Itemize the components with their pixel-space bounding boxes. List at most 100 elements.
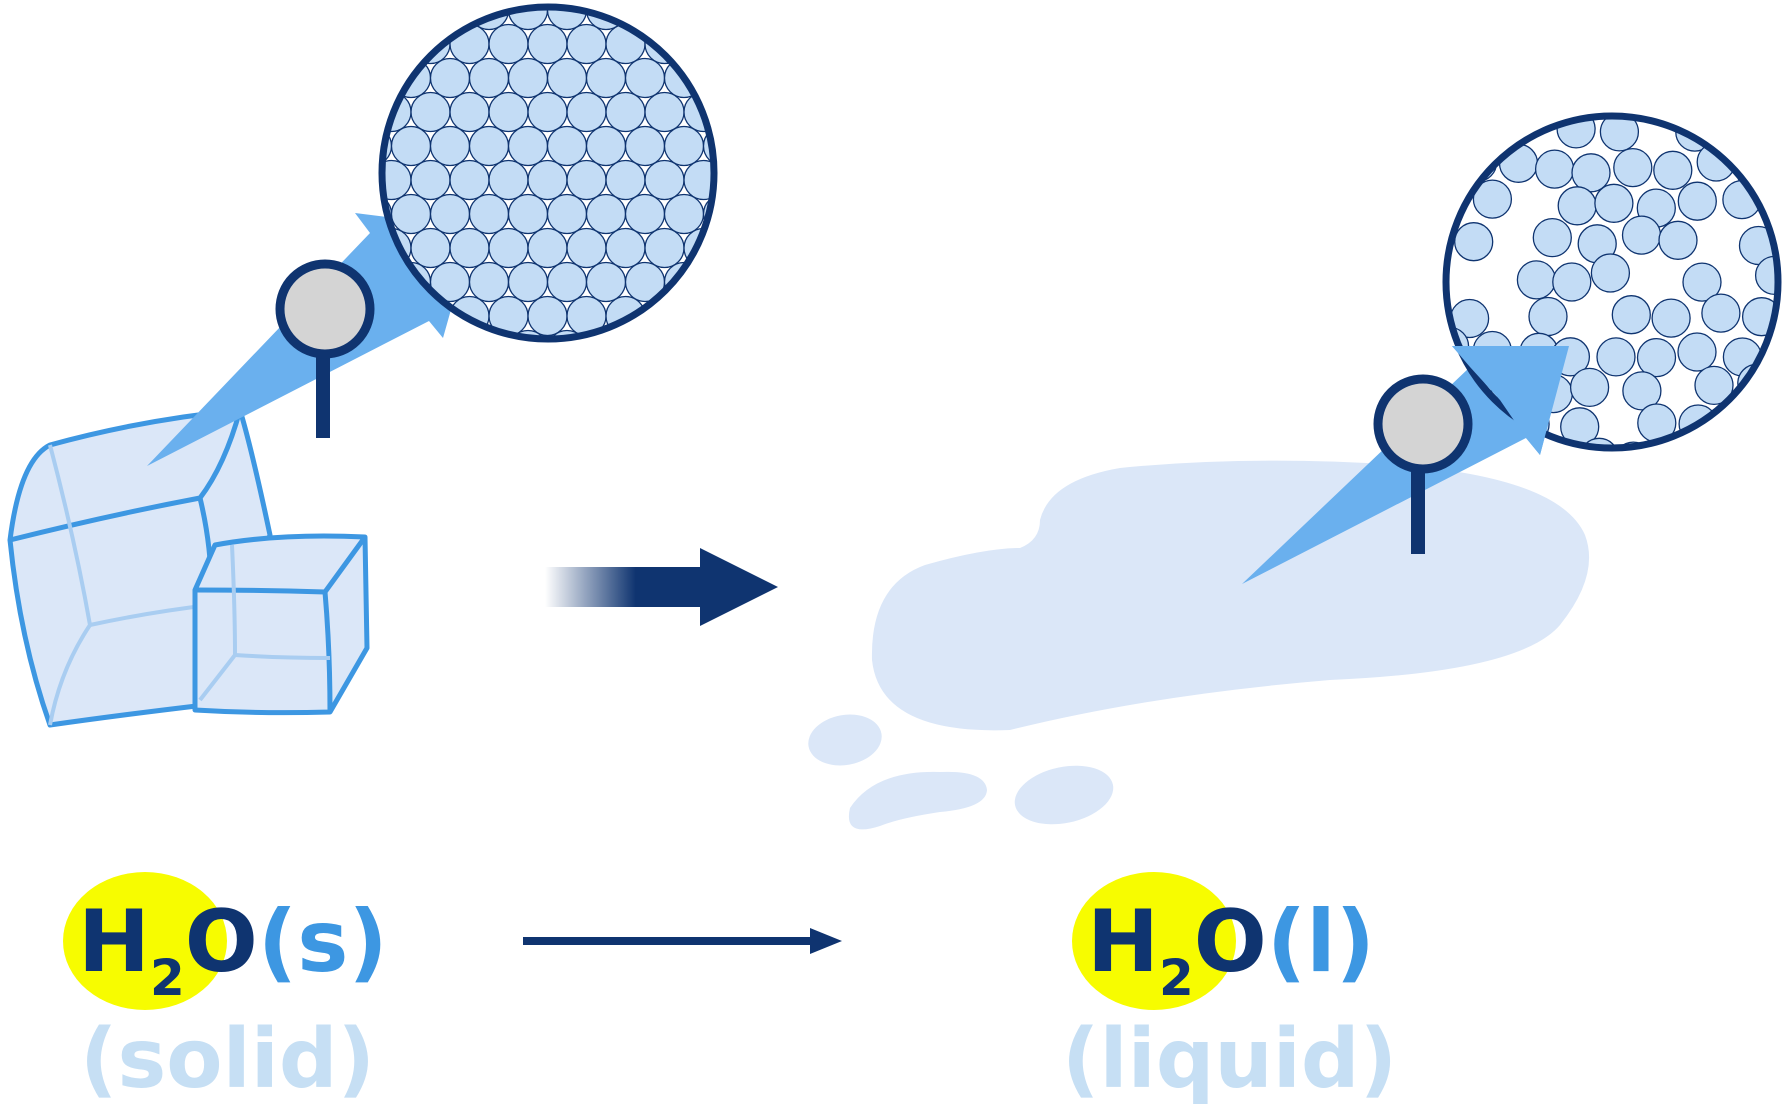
particle (429, 193, 471, 235)
particle (1701, 293, 1741, 333)
particle (743, 127, 782, 166)
particle (488, 227, 529, 269)
particle (663, 329, 705, 339)
particle (1699, 447, 1740, 448)
particle (528, 365, 567, 404)
particle (585, 57, 627, 99)
particle (1694, 365, 1734, 406)
particle (382, 23, 412, 65)
particle (663, 7, 705, 31)
particle (645, 365, 684, 404)
particle (1498, 143, 1539, 183)
particle (566, 23, 607, 65)
particle (507, 57, 549, 99)
liquid-formula: H2O(l) (1072, 872, 1375, 1010)
solid-formula: H2O(s) (63, 872, 388, 1010)
particle (624, 329, 666, 339)
particle (507, 329, 549, 339)
particle (1682, 262, 1722, 302)
particle (1590, 253, 1631, 293)
particle (468, 261, 510, 303)
particle (1534, 149, 1575, 189)
particle (429, 57, 471, 99)
particle (1599, 116, 1640, 152)
particle (1516, 260, 1557, 300)
particle (567, 365, 606, 404)
particle (743, 195, 782, 234)
particle (429, 7, 471, 31)
particle (743, 331, 782, 370)
particle (468, 329, 510, 339)
particle (546, 125, 588, 167)
particle (702, 57, 714, 99)
arrow-right-icon (523, 928, 842, 954)
particle (683, 23, 714, 65)
particle (527, 227, 568, 269)
particle (527, 91, 568, 133)
particle (1622, 371, 1662, 411)
solid-particle-view (378, 0, 801, 404)
ice-cubes (7, 407, 370, 728)
particle (762, 229, 801, 268)
particle (1528, 296, 1568, 337)
particle (723, 229, 762, 268)
particle (410, 227, 451, 269)
particle (605, 227, 646, 269)
particle (566, 159, 607, 201)
particle (684, 365, 723, 404)
particle (762, 93, 801, 132)
particle (663, 125, 705, 167)
particle (1660, 443, 1700, 448)
particle (566, 91, 607, 133)
particle (1532, 217, 1572, 258)
particle (624, 57, 666, 99)
particle (663, 193, 705, 235)
particle (1552, 262, 1592, 302)
particle (743, 0, 782, 30)
particle (1777, 148, 1778, 188)
particle (1457, 142, 1498, 183)
particle (488, 159, 529, 201)
particle (1571, 153, 1611, 193)
particle (546, 261, 588, 303)
particle (546, 57, 588, 99)
particle (382, 7, 393, 31)
particle (1569, 367, 1610, 408)
water-puddle (808, 460, 1590, 830)
particle (1613, 147, 1653, 188)
particle (527, 295, 568, 337)
particle (527, 159, 568, 201)
particle (723, 93, 762, 132)
particle (743, 59, 782, 98)
particle (1677, 332, 1717, 372)
svg-text:H2O(l): H2O(l) (1087, 892, 1375, 1007)
particle (585, 261, 627, 303)
particle (762, 161, 801, 200)
particle (450, 365, 489, 404)
particle (585, 125, 627, 167)
particle (410, 91, 451, 133)
particle (390, 193, 432, 235)
svg-text:H2O(s): H2O(s) (78, 892, 388, 1007)
magnifier-icon (275, 259, 375, 438)
arrow-right-icon (545, 548, 778, 626)
particle (606, 365, 645, 404)
particle (605, 159, 646, 201)
particle (723, 161, 762, 200)
formula-highlight (63, 872, 227, 1010)
particle (546, 329, 588, 339)
particle (1454, 222, 1494, 262)
particle (410, 159, 451, 201)
particle (1658, 220, 1698, 260)
particle (762, 297, 801, 336)
particle (624, 125, 666, 167)
particle (702, 261, 714, 303)
solid-state-label: (solid) (80, 1012, 375, 1105)
particle (382, 159, 412, 201)
particle (527, 23, 568, 65)
particle (566, 227, 607, 269)
particle (644, 227, 685, 269)
particle (644, 91, 685, 133)
particle (488, 91, 529, 133)
particle (585, 193, 627, 235)
